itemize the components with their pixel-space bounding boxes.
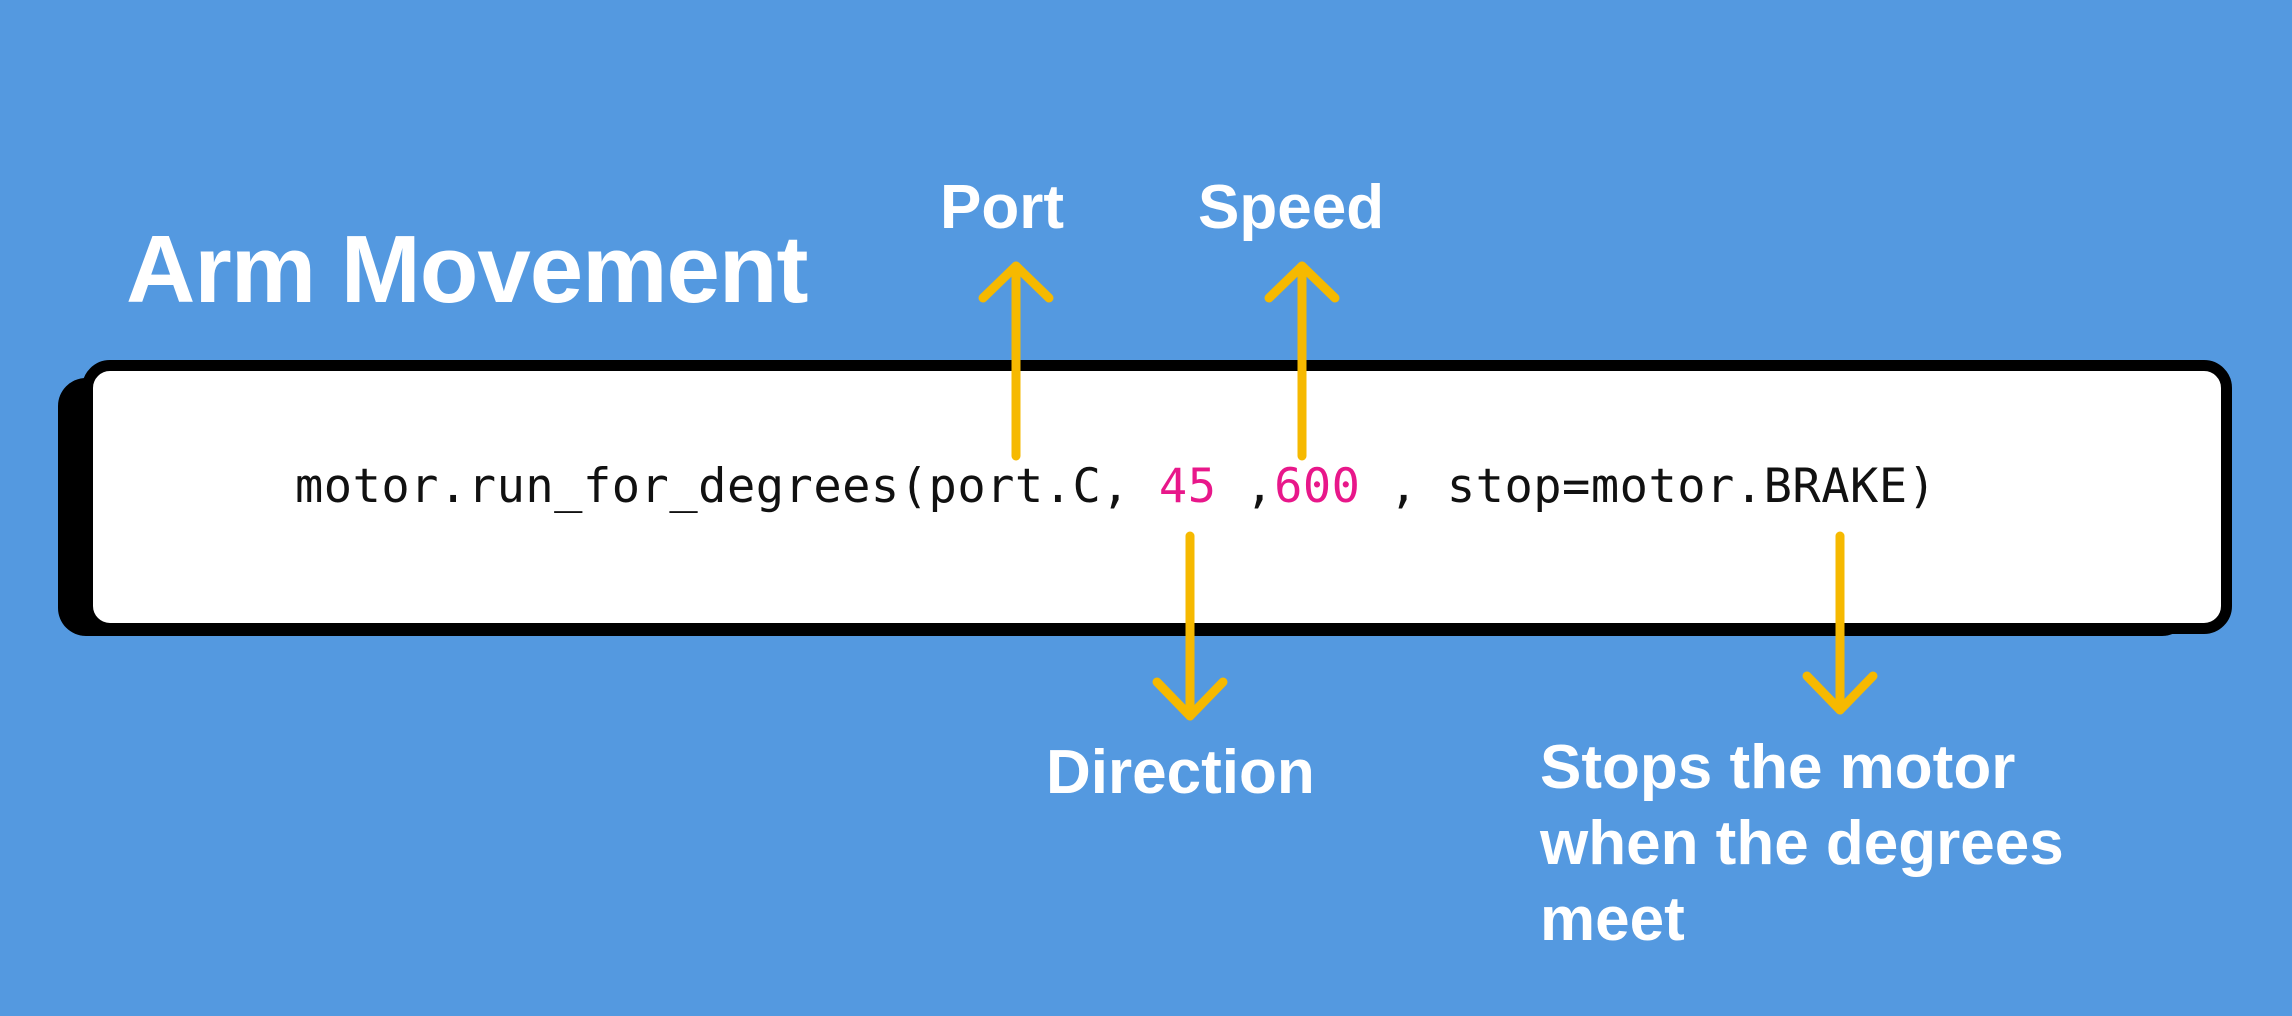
code-speed-value: 600 (1274, 459, 1361, 514)
code-degrees-value: 45 (1158, 459, 1217, 514)
code-separator: , (1216, 459, 1275, 514)
stops-label: Stops the motor when the degrees meet (1540, 733, 2064, 954)
code-prefix: motor.run_for_degrees(port.C, (295, 459, 1159, 514)
code-suffix: , stop=motor.BRAKE) (1360, 459, 1937, 514)
code-line: motor.run_for_degrees(port.C, 45 ,600 , … (295, 455, 1936, 519)
code-box (82, 360, 2232, 634)
port-label: Port (940, 173, 1064, 242)
diagram-title: Arm Movement (126, 216, 808, 323)
direction-label: Direction (1046, 738, 1315, 807)
speed-label: Speed (1198, 173, 1385, 242)
